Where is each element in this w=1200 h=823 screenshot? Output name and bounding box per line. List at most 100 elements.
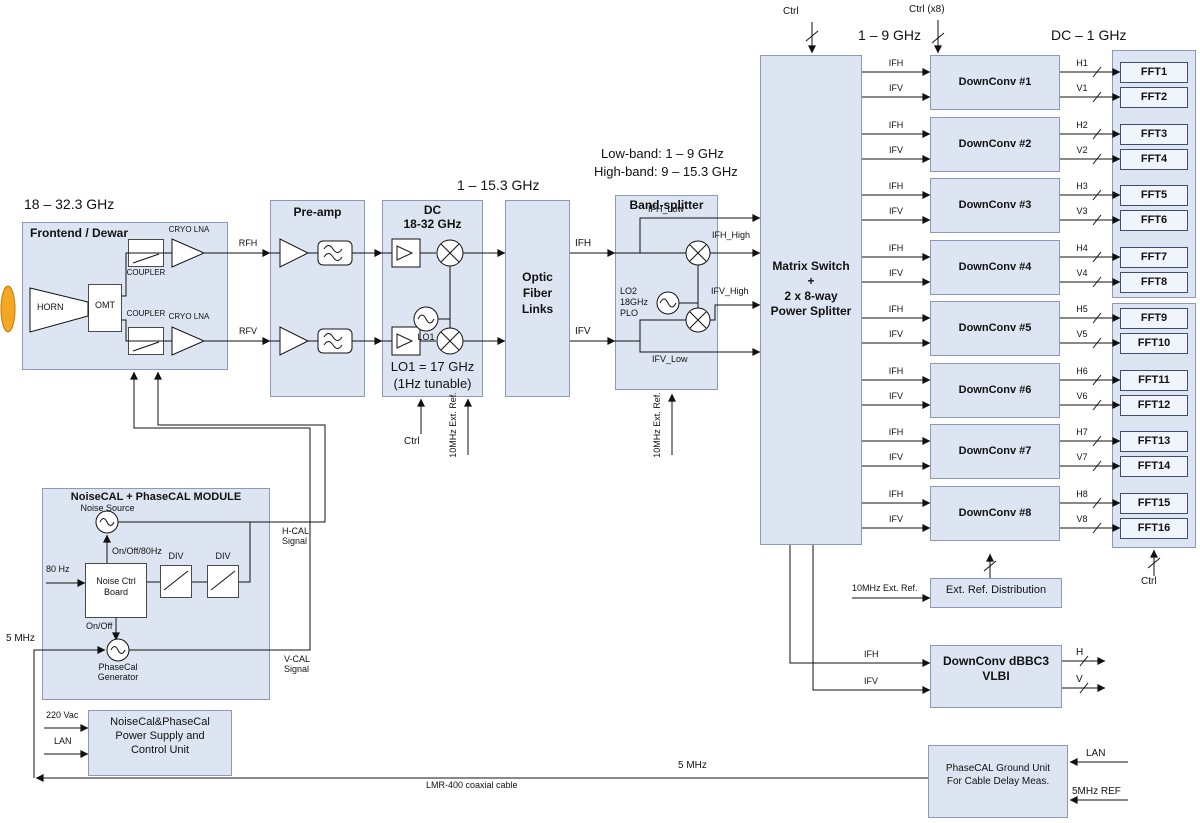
slash-tick bbox=[983, 560, 997, 572]
optic-fiber-box bbox=[505, 200, 570, 397]
module-title: NoiseCAL + PhaseCAL MODULE bbox=[70, 491, 242, 503]
feed-icon bbox=[0, 285, 16, 333]
band-splitter-title: Band-splitter bbox=[629, 198, 704, 212]
ifh-low-label: IFH_Low bbox=[648, 204, 685, 214]
mhz5-coax-label: 5 MHz bbox=[678, 760, 707, 771]
h5-label: H5 bbox=[1076, 304, 1088, 314]
phasecal-label-2: Generator bbox=[97, 672, 139, 682]
dbbc3-ifv-label: IFV bbox=[864, 676, 879, 686]
downconv-8-box bbox=[930, 486, 1060, 541]
coupler-h-box bbox=[128, 239, 164, 267]
ifv-in-4: IFV bbox=[888, 268, 903, 278]
ground-unit-label-1: PhaseCAL Ground Unit bbox=[945, 763, 1051, 774]
dbbc3-v-label: V bbox=[1076, 674, 1083, 685]
matrix-label-3: 2 x 8-way bbox=[784, 289, 838, 303]
fft-11-box: FFT11 bbox=[1120, 370, 1188, 391]
if-freq-label: 1 – 15.3 GHz bbox=[457, 177, 540, 193]
lo2-label: LO2 bbox=[620, 286, 638, 296]
downconv-1-label: DownConv #1 bbox=[958, 76, 1032, 88]
ifv-in-1: IFV bbox=[888, 83, 903, 93]
onoff-label: On/Off bbox=[86, 621, 113, 631]
h4-label: H4 bbox=[1076, 243, 1088, 253]
ifv-low-label: IFV_Low bbox=[652, 354, 688, 364]
freq-1-9-label: 1 – 9 GHz bbox=[858, 27, 922, 43]
v8-label: V8 bbox=[1076, 514, 1088, 524]
ifv-in-8: IFV bbox=[888, 514, 903, 524]
cryo-lna-v-label: CRYO LNA bbox=[168, 312, 210, 321]
lo1-freq-label: LO1 = 17 GHz bbox=[390, 359, 475, 374]
horn-label: HORN bbox=[37, 302, 64, 312]
matrix-label-2: + bbox=[807, 274, 815, 288]
downconv-7-label: DownConv #7 bbox=[958, 445, 1032, 457]
ifh-label: IFH bbox=[575, 238, 592, 249]
frontend-dewar-box bbox=[22, 222, 228, 370]
ifv-in-3: IFV bbox=[888, 206, 903, 216]
noise-board-label-2: Board bbox=[103, 587, 129, 597]
downconv-6-label: DownConv #6 bbox=[958, 384, 1032, 396]
ifh-in-3: IFH bbox=[888, 181, 904, 191]
downconv-2-label: DownConv #2 bbox=[958, 138, 1032, 150]
ifh-in-8: IFH bbox=[888, 489, 904, 499]
downconv-5-box bbox=[930, 301, 1060, 356]
downconv-2-box bbox=[930, 117, 1060, 172]
optic-label-2: Fiber bbox=[522, 286, 553, 300]
ctrl-fft-label: Ctrl bbox=[1141, 576, 1157, 587]
ground-ref-label: 5MHz REF bbox=[1072, 786, 1121, 797]
lo2-plo-label: PLO bbox=[620, 308, 639, 318]
omt-label: OMT bbox=[95, 300, 115, 310]
ctrl-dc-label: Ctrl bbox=[404, 436, 420, 447]
lo1-label: LO1 bbox=[417, 332, 435, 342]
omt-box bbox=[88, 284, 122, 332]
v5-label: V5 bbox=[1076, 329, 1088, 339]
cryo-lna-h-label: CRYO LNA bbox=[168, 225, 210, 234]
h3-label: H3 bbox=[1076, 181, 1088, 191]
ref10-dc-label: 10MHz Ext. Ref. bbox=[448, 392, 459, 458]
fft-9-box: FFT9 bbox=[1120, 308, 1188, 329]
coupler-v-box bbox=[128, 327, 164, 355]
fft-14-box: FFT14 bbox=[1120, 456, 1188, 477]
ref10-bs-label: 10MHz Ext. Ref. bbox=[652, 392, 663, 458]
lowband-label: Low-band: 1 – 9 GHz bbox=[601, 146, 724, 161]
ifv-in-7: IFV bbox=[888, 452, 903, 462]
downconv-5-label: DownConv #5 bbox=[958, 322, 1032, 334]
fft-3-box: FFT3 bbox=[1120, 124, 1188, 145]
hz80-label: 80 Hz bbox=[46, 564, 70, 574]
downconv-4-label: DownConv #4 bbox=[958, 261, 1032, 273]
dbbc3-box bbox=[930, 645, 1062, 708]
ext-ref-distribution-box bbox=[930, 578, 1062, 608]
phasecal-label-1: PhaseCal bbox=[98, 662, 138, 672]
fft-16-box: FFT16 bbox=[1120, 518, 1188, 539]
freq-dc-1-label: DC – 1 GHz bbox=[1051, 27, 1127, 43]
v1-label: V1 bbox=[1076, 83, 1088, 93]
bus-slash-ticks bbox=[1092, 66, 1102, 534]
ext-ref-label: Ext. Ref. Distribution bbox=[945, 584, 1047, 596]
psu-box bbox=[88, 710, 232, 776]
ctrl-x8-label: Ctrl (x8) bbox=[909, 4, 945, 15]
div-2-label: DIV bbox=[215, 551, 231, 561]
v2-label: V2 bbox=[1076, 145, 1088, 155]
matrix-label-1: Matrix Switch bbox=[772, 259, 850, 273]
h7-label: H7 bbox=[1076, 427, 1088, 437]
v6-label: V6 bbox=[1076, 391, 1088, 401]
coax-cable-label: LMR-400 coaxial cable bbox=[426, 780, 518, 790]
slash-tick bbox=[1147, 557, 1161, 569]
ground-lan-label: LAN bbox=[1086, 748, 1106, 759]
ifh-in-6: IFH bbox=[888, 366, 904, 376]
ifv-high-label: IFV_High bbox=[711, 286, 749, 296]
downconv-7-box bbox=[930, 424, 1060, 479]
ifv-label: IFV bbox=[575, 326, 591, 337]
fft-10-box: FFT10 bbox=[1120, 333, 1188, 354]
coupler-v-label: COUPLER bbox=[126, 309, 166, 318]
fft-2-box: FFT2 bbox=[1120, 87, 1188, 108]
ext-ref-in-label: 10MHz Ext. Ref. bbox=[852, 583, 918, 593]
noise-board-label-1: Noise Ctrl bbox=[96, 576, 136, 586]
vcal-label-2: Signal bbox=[284, 664, 310, 674]
ifv-in-6: IFV bbox=[888, 391, 903, 401]
ground-unit-label-2: For Cable Delay Meas. bbox=[946, 776, 1050, 787]
vac-label: 220 Vac bbox=[46, 710, 79, 720]
psu-lan-label: LAN bbox=[54, 736, 72, 746]
noise-source-label: Noise Source bbox=[80, 503, 135, 513]
optic-label-3: Links bbox=[521, 302, 554, 316]
fft-1-box: FFT1 bbox=[1120, 62, 1188, 83]
downconv-1-box bbox=[930, 55, 1060, 110]
